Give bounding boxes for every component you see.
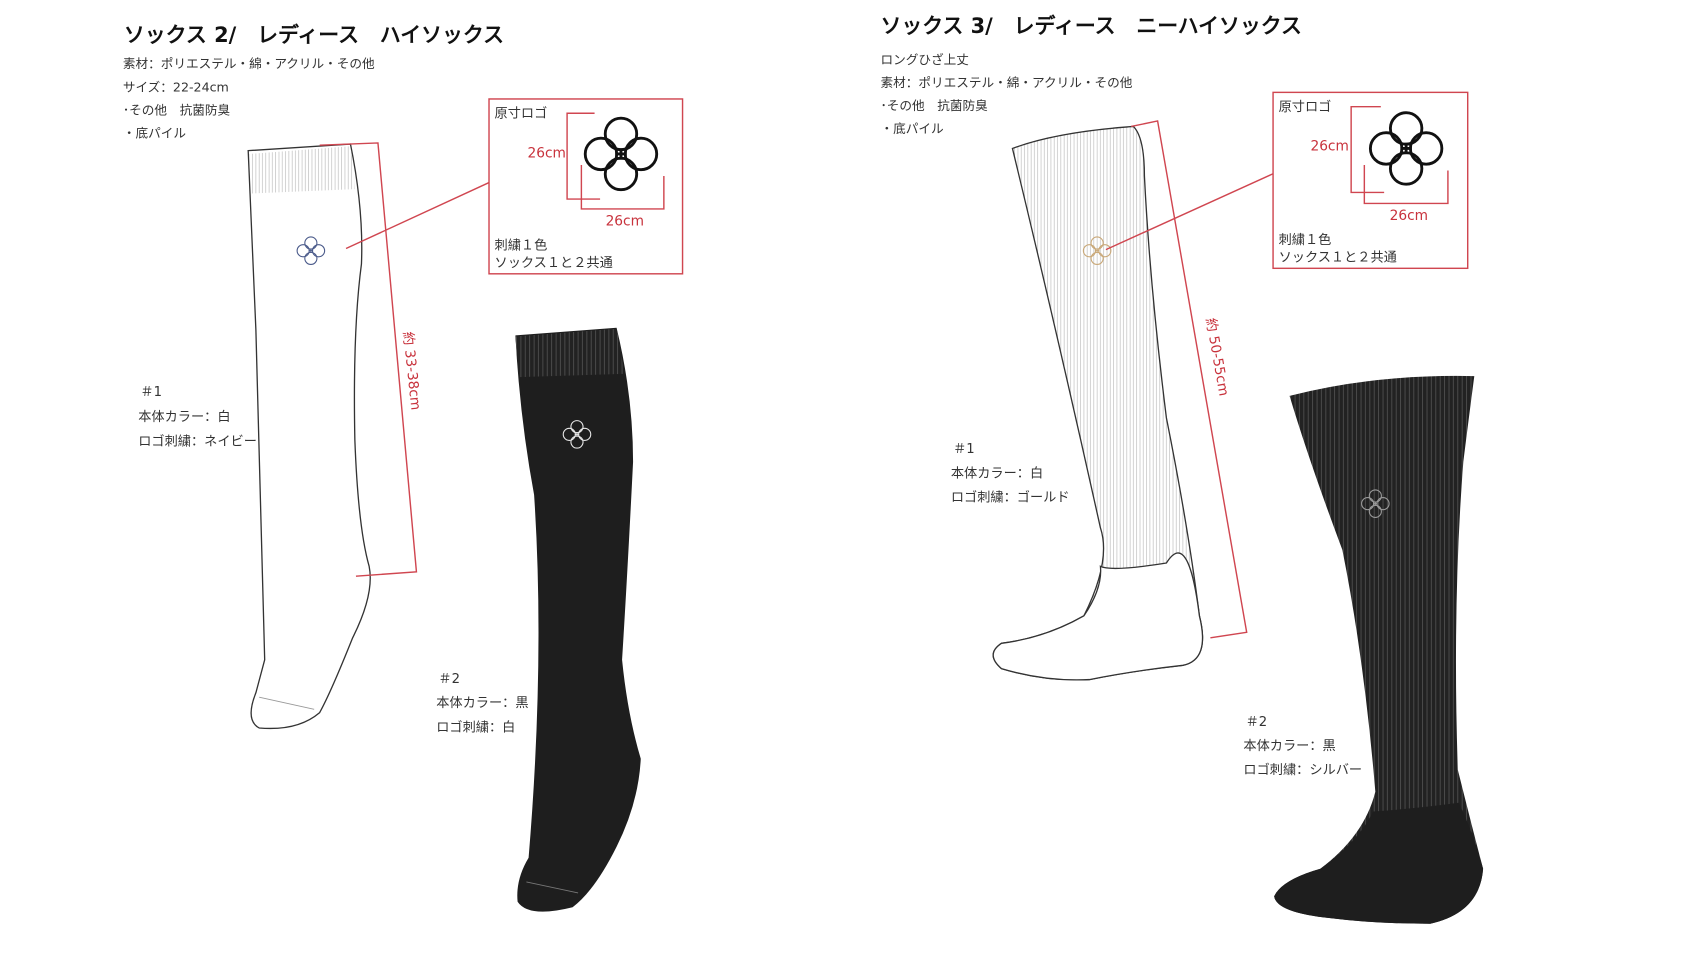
spec-length: ロングひざ上丈	[880, 52, 969, 67]
white-knee-sock-illustration	[992, 125, 1204, 681]
variant-2-label: ＃2 本体カラー：黒 ロゴ刺繍：シルバー	[1243, 715, 1362, 778]
logo-icon	[1368, 111, 1444, 186]
white-high-sock-illustration	[247, 143, 371, 730]
logo-detail-box: 原寸ロゴ 26cm 26cm 刺繍１色 ソックス１と２共通	[488, 98, 684, 275]
variant-logo-color: ロゴ刺繍：ネイビー	[138, 432, 257, 449]
logo-note-shared: ソックス１と２共通	[495, 255, 613, 271]
section-high-socks: ソックス 2/ レディース ハイソックス 素材：ポリエステル・綿・アクリル・その…	[123, 23, 684, 912]
spec-sole: ・底パイル	[880, 121, 943, 136]
logo-box-title: 原寸ロゴ	[495, 105, 548, 122]
variant-2-label: ＃2 本体カラー：黒 ロゴ刺繍：白	[436, 672, 528, 735]
variant-number: ＃1	[953, 442, 975, 457]
logo-width-label: 26cm	[606, 213, 644, 229]
spec-other: ･その他 抗菌防臭	[123, 102, 231, 117]
spec-sole: ・底パイル	[123, 125, 186, 140]
logo-width-label: 26cm	[1390, 208, 1428, 224]
spec-material: 素材：ポリエステル・綿・アクリル・その他	[880, 75, 1132, 90]
spec-material: 素材：ポリエステル・綿・アクリル・その他	[123, 56, 375, 71]
logo-box-title: 原寸ロゴ	[1279, 98, 1332, 115]
logo-detail-box: 原寸ロゴ 26cm 26cm 刺繍１色 ソックス１と２共通	[1272, 91, 1469, 270]
spec-size: サイズ：22-24cm	[123, 79, 229, 94]
variant-logo-color: ロゴ刺繍：ゴールド	[951, 488, 1070, 505]
logo-height-label: 26cm	[1310, 139, 1348, 155]
length-label: 約 50-55cm	[1202, 317, 1231, 398]
logo-icon	[583, 116, 659, 192]
spec-other: ･その他 抗菌防臭	[880, 98, 988, 113]
variant-1-label: ＃1 本体カラー：白 ロゴ刺繍：ネイビー	[138, 385, 257, 449]
section-knee-high-socks: ソックス 3/ レディース ニーハイソックス ロングひざ上丈 素材：ポリエステル…	[880, 14, 1484, 924]
black-high-sock-illustration	[515, 327, 641, 912]
logo-note-shared: ソックス１と２共通	[1279, 250, 1397, 266]
variant-body-color: 本体カラー：白	[138, 409, 230, 425]
variant-body-color: 本体カラー：黒	[1243, 738, 1335, 754]
variant-logo-color: ロゴ刺繍：シルバー	[1243, 761, 1362, 778]
variant-1-label: ＃1 本体カラー：白 ロゴ刺繍：ゴールド	[951, 442, 1070, 505]
variant-number: ＃1	[140, 385, 162, 400]
variant-logo-color: ロゴ刺繍：白	[436, 718, 515, 735]
logo-note-color: 刺繍１色	[1279, 231, 1332, 248]
variant-number: ＃2	[1246, 715, 1268, 730]
black-knee-sock-illustration	[1274, 375, 1484, 924]
length-label: 約 33-38cm	[399, 331, 423, 411]
logo-height-label: 26cm	[528, 145, 566, 161]
variant-number: ＃2	[438, 672, 460, 687]
section-title: ソックス 3/ レディース ニーハイソックス	[880, 14, 1301, 38]
variant-body-color: 本体カラー：黒	[436, 695, 528, 711]
logo-note-color: 刺繍１色	[495, 237, 548, 254]
section-title: ソックス 2/ レディース ハイソックス	[124, 23, 504, 47]
variant-body-color: 本体カラー：白	[951, 465, 1043, 481]
